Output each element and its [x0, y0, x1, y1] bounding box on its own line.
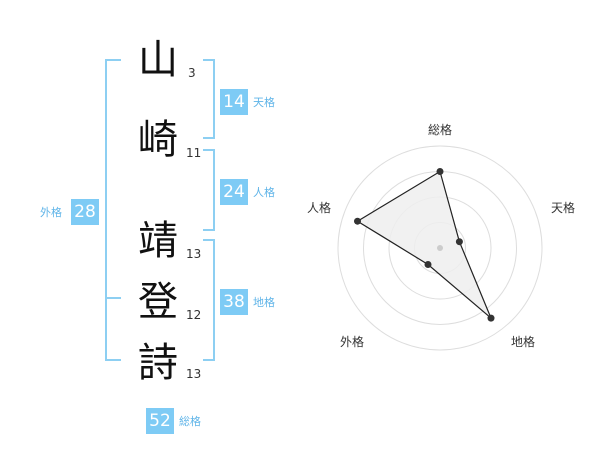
radar-points	[354, 168, 495, 322]
soukaku-label: 総格	[179, 415, 201, 428]
chikaku-value: 38	[220, 289, 248, 315]
soukaku-value: 52	[146, 408, 174, 434]
radar-point-2	[455, 238, 463, 246]
name-char-4: 登	[138, 279, 178, 325]
radar-center	[437, 245, 443, 251]
chikaku-bracket	[203, 239, 215, 361]
stroke-count-2: 11	[186, 146, 202, 160]
radar-axis-label-3: 地格	[511, 335, 536, 349]
name-char-2: 崎	[138, 117, 178, 163]
radar-ring-4	[337, 145, 543, 351]
stroke-count-4: 12	[186, 308, 202, 322]
radar-axis-label-2: 天格	[551, 201, 576, 215]
tenkaku-value: 14	[220, 89, 248, 115]
radar-area	[356, 170, 492, 319]
stroke-count-5: 13	[186, 367, 202, 381]
jinkaku-label: 人格	[253, 186, 275, 199]
tenkaku-label: 天格	[253, 96, 275, 109]
radar-axis-label-1: 総格	[428, 123, 453, 137]
stroke-count-3: 13	[186, 247, 202, 261]
radar-axis-label-5: 人格	[307, 201, 332, 215]
gaikaku-label: 外格	[40, 206, 62, 219]
name-char-5: 詩	[138, 340, 178, 386]
radar-point-3	[487, 314, 495, 322]
tenkaku-bracket	[203, 59, 215, 139]
chikaku-label: 地格	[253, 296, 275, 309]
radar-point-1	[436, 168, 444, 175]
jinkaku-value: 24	[220, 179, 248, 205]
stroke-count-1: 3	[188, 66, 196, 80]
gaikaku-bracket	[105, 59, 121, 361]
radar-point-5	[354, 217, 361, 225]
name-char-3: 靖	[138, 218, 178, 264]
radar-point-4	[424, 261, 432, 268]
name-char-1: 山	[138, 37, 178, 83]
radar-axis-label-4: 外格	[340, 335, 365, 349]
jinkaku-bracket	[203, 149, 215, 231]
gaikaku-value: 28	[71, 199, 99, 225]
